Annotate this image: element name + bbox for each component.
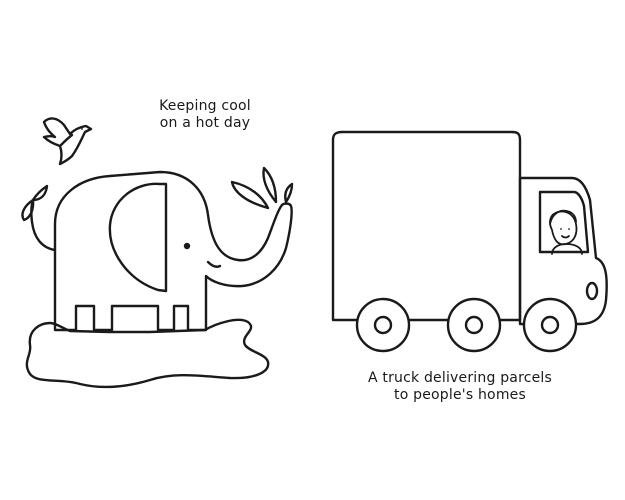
water-spray-drawing: [230, 166, 294, 210]
elephant-caption: Keeping cool on a hot day: [130, 98, 280, 132]
truck-caption: A truck delivering parcels to people's h…: [355, 370, 565, 404]
elephant-caption-line-2: on a hot day: [159, 115, 251, 131]
truck-drawing: [331, 130, 608, 353]
driver-drawing: [549, 209, 583, 255]
puddle-drawing: [25, 318, 270, 389]
elephant-drawing: [21, 170, 293, 332]
truck-caption-line-1: A truck delivering parcels: [367, 370, 553, 386]
truck-caption-line-2: to people's homes: [394, 387, 526, 403]
bird-drawing: [42, 117, 93, 166]
elephant-caption-line-1: Keeping cool: [159, 98, 251, 114]
